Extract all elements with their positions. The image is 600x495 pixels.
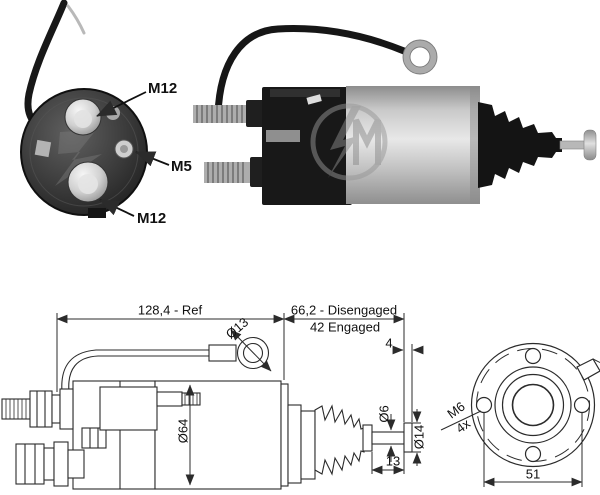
plunger-rod-cap — [583, 129, 597, 161]
terminal-block-drawing — [99, 386, 158, 431]
wire-outline — [61, 349, 209, 393]
wire — [214, 25, 408, 118]
dim-overall-ref: 128,4 - Ref — [137, 302, 203, 318]
boot-drawing — [314, 404, 365, 476]
dim-hole-spacing: 51 — [525, 466, 541, 482]
ring-terminal-outline — [402, 39, 438, 75]
left-tab — [34, 139, 52, 158]
dim-body-diameter: Ø64 — [175, 418, 191, 444]
rod-drawing — [371, 431, 405, 445]
end-view-photo — [20, 0, 170, 218]
flange-outline — [470, 342, 596, 468]
stud-bottom-cap — [78, 174, 98, 194]
ring-terminal-hole — [409, 46, 431, 68]
wire-tip — [66, 4, 86, 35]
stud-top — [193, 100, 268, 127]
housing-mark — [306, 94, 322, 105]
mount-hole-left — [475, 396, 493, 414]
logo-bolt-watermark — [55, 130, 102, 186]
dim-disengaged: 66,2 - Disengaged — [290, 302, 398, 318]
dim-disc-thickness: 4 — [385, 335, 393, 351]
mount-hole-right — [573, 396, 591, 414]
m12-bottom-arrow — [99, 199, 135, 217]
side-view-drawing — [1, 336, 413, 490]
disc-drawing — [403, 422, 413, 453]
m5-arrow — [135, 151, 170, 167]
wire-sleeve — [208, 344, 237, 362]
m12-top-arrow — [96, 91, 147, 117]
stud-top-drawing — [1, 388, 74, 430]
dim-dia13-line — [230, 329, 272, 372]
flange-tab — [576, 358, 600, 381]
housing-pin — [266, 130, 300, 142]
end-view-drawing — [440, 342, 600, 487]
label-terminal-bottom: M12 — [137, 210, 167, 227]
cylinder-edge-shade — [470, 86, 480, 204]
m6-leader-line — [440, 410, 482, 431]
nut-m5-center — [120, 145, 128, 153]
mount-hole-top — [524, 347, 542, 365]
bottom-tab — [88, 208, 106, 218]
dim-disc-diameter: Ø14 — [411, 424, 427, 450]
dimension-lines — [56, 313, 424, 486]
center-bore — [511, 383, 555, 427]
housing-highlight — [270, 89, 340, 97]
stud-top-cap — [74, 110, 92, 128]
ring-terminal — [403, 40, 437, 74]
spade-terminal — [156, 391, 183, 407]
side-view-photo — [193, 25, 597, 205]
plunger-boot — [478, 102, 562, 188]
dim-rod-length: 13 — [385, 453, 401, 469]
mount-hole-bottom — [524, 445, 542, 463]
stud-bottom-drawing — [15, 441, 85, 487]
front-flange-drawing — [280, 383, 289, 487]
rod-flange-drawing — [362, 424, 373, 452]
dim-rod-diameter: Ø6 — [376, 405, 392, 423]
label-terminal-top: M12 — [148, 80, 178, 97]
zm-logo-watermark — [310, 103, 388, 181]
dim-engaged: 42 Engaged — [309, 319, 381, 335]
mid-nut-drawing — [81, 427, 107, 449]
plunger-rod — [559, 140, 587, 150]
label-terminal-side: M5 — [171, 158, 192, 175]
stud-bottom — [204, 157, 268, 187]
